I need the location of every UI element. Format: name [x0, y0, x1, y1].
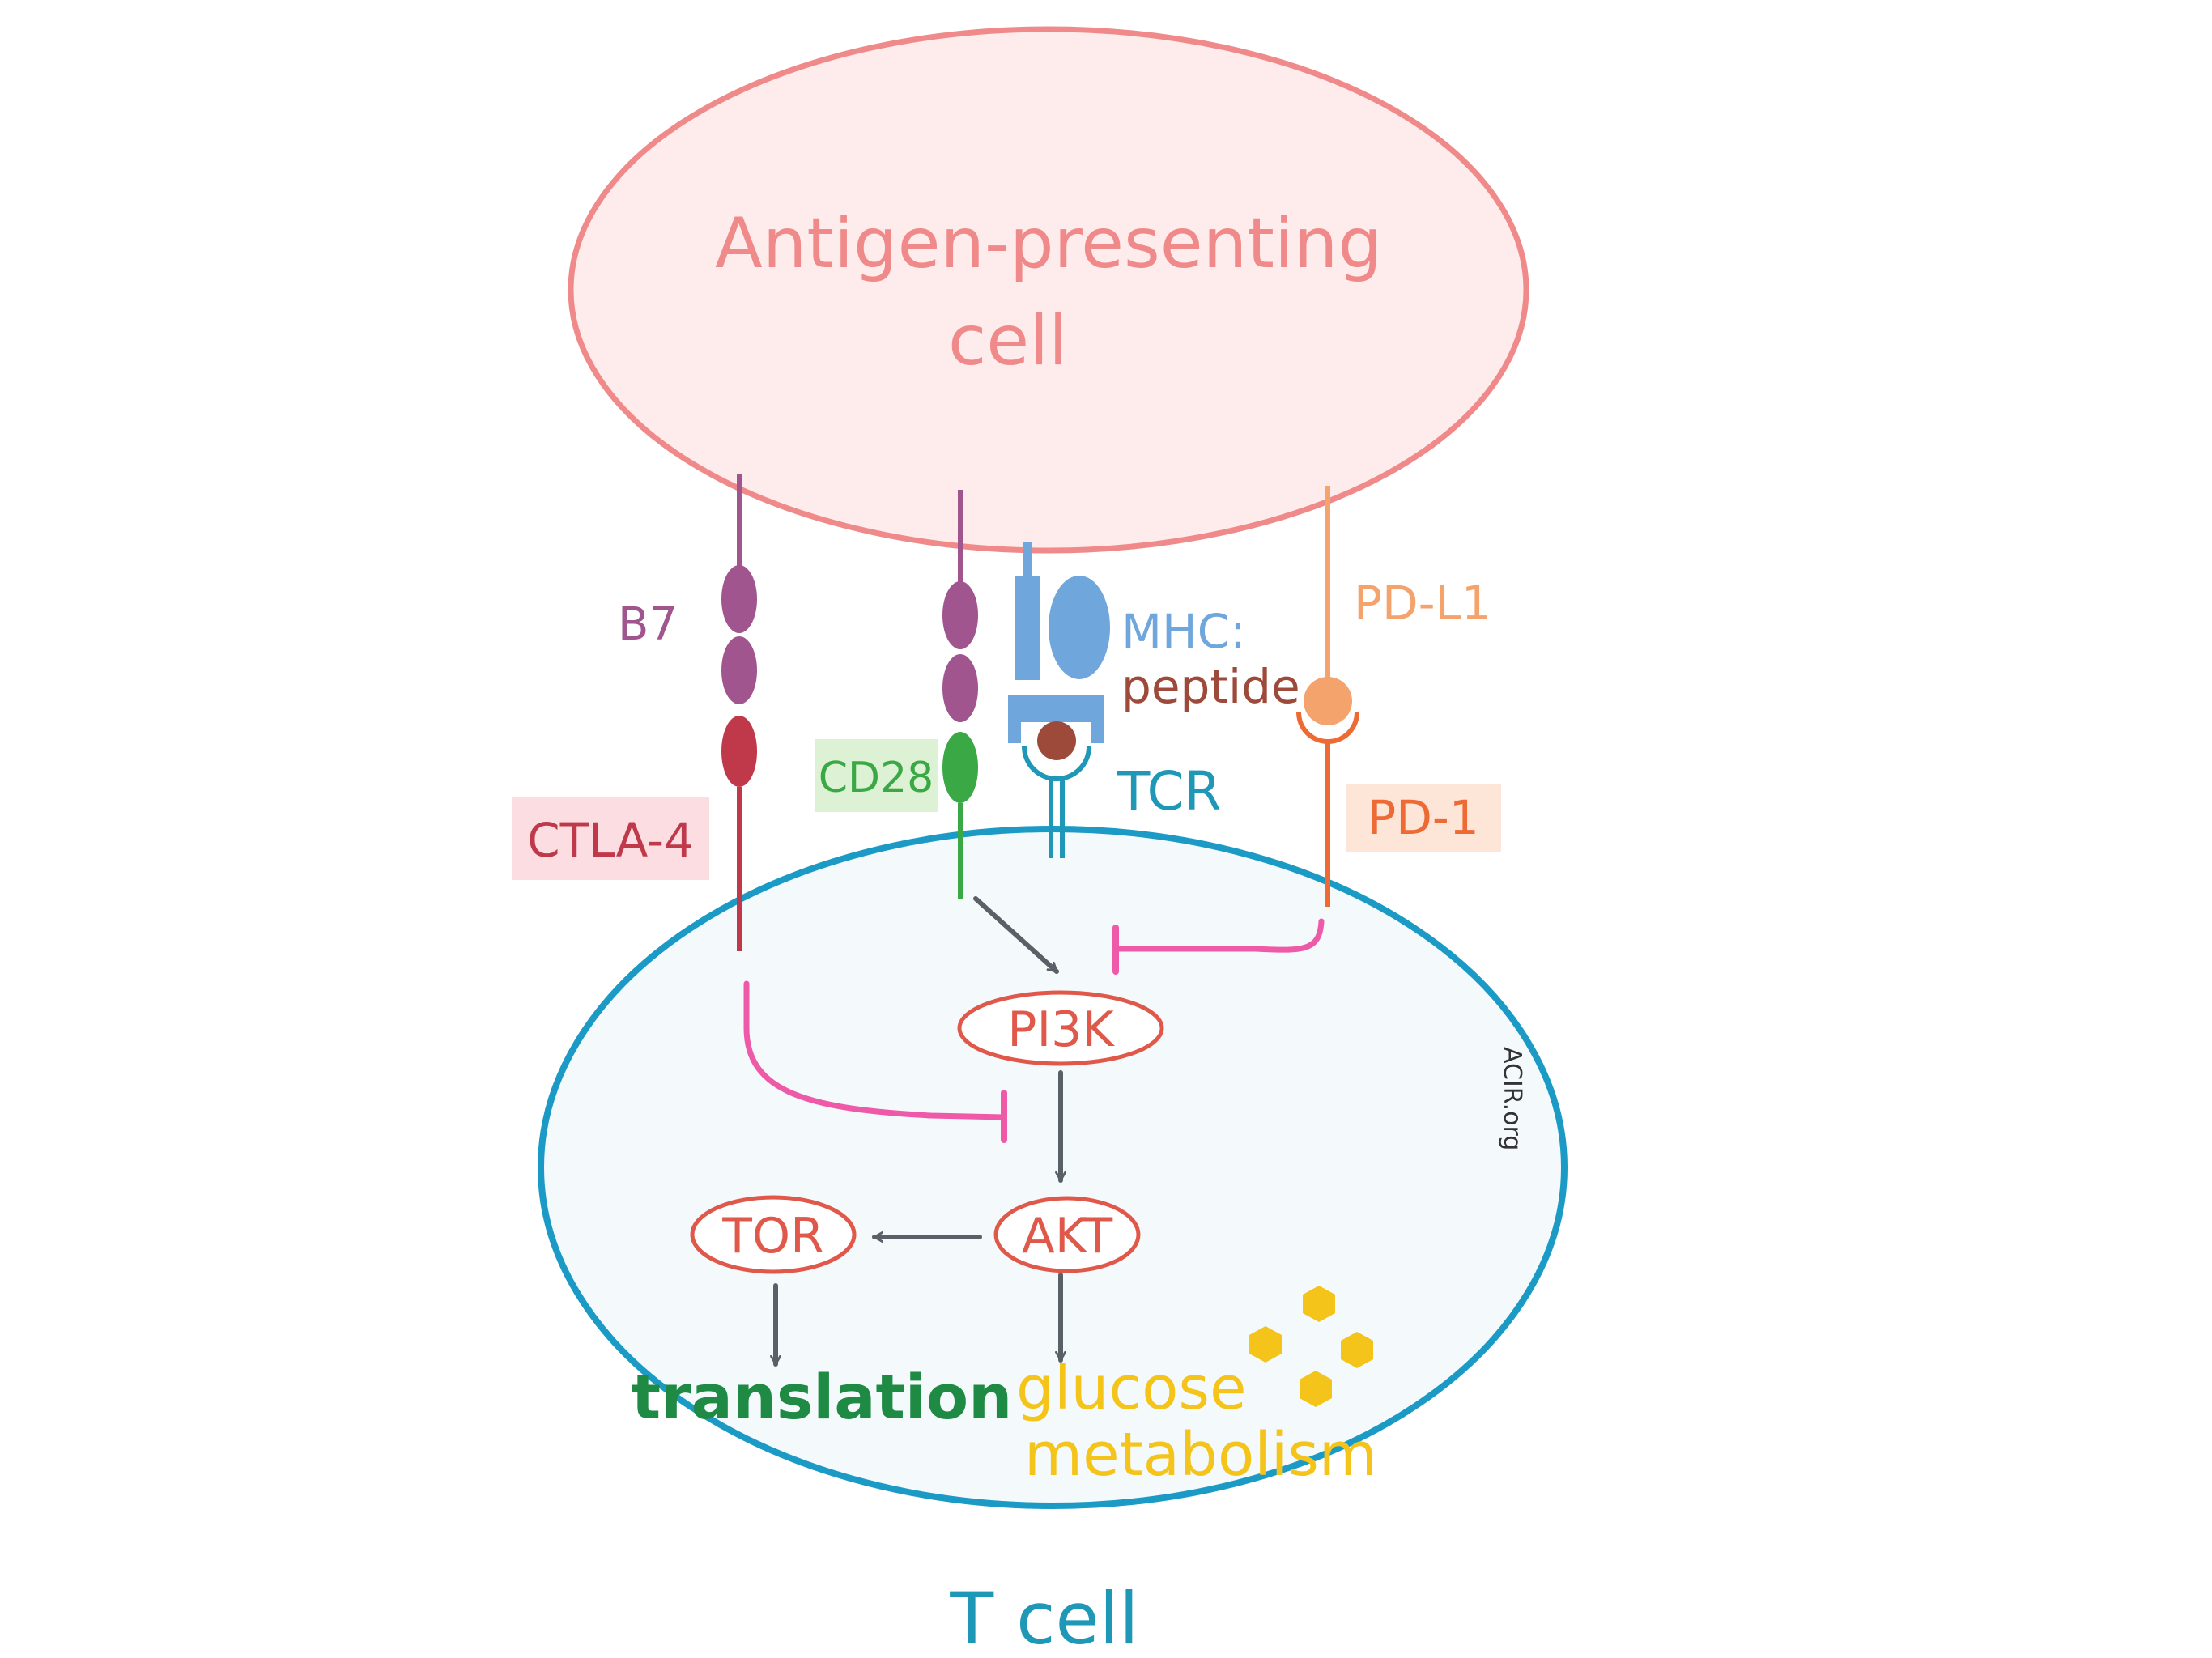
t-cell-label: T cell [949, 1577, 1138, 1658]
glucose-molecules [1249, 1286, 1373, 1407]
apc-label-line1: Antigen-presenting [715, 203, 1382, 284]
b7-domain-1 [721, 565, 757, 633]
pdl1-domain [1304, 677, 1352, 725]
pi3k-node [957, 990, 1164, 1066]
translation-label: translation [632, 1361, 1012, 1433]
apc-label-line2: cell [948, 300, 1068, 381]
arrow-cd28-to-pi3k [973, 896, 1059, 974]
ctla4-inhibition-line [743, 980, 1007, 1120]
tor-node [690, 1195, 857, 1274]
b7-label: B7 [618, 598, 678, 651]
tcr-label: TCR [1117, 760, 1221, 823]
ctla4-domain [721, 716, 757, 787]
glucose-label-line2: metabolism [1024, 1420, 1377, 1490]
pd1-label: PD-1 [1368, 790, 1478, 845]
glucose-hexagon-3 [1341, 1332, 1373, 1368]
akt-label: AKT [1022, 1208, 1113, 1265]
ctla4-label: CTLA-4 [527, 813, 694, 868]
mhc-complex [1008, 542, 1110, 743]
pd1-label-bg [1346, 784, 1501, 852]
glucose-label-line1: glucose [1016, 1354, 1246, 1423]
pdl1-label: PD-L1 [1354, 576, 1491, 631]
glucose-hexagon-2 [1249, 1326, 1282, 1363]
tor-label: TOR [721, 1208, 824, 1265]
cd28-label-bg [815, 739, 938, 812]
tcr-receptor [1022, 746, 1091, 858]
peptide [1037, 721, 1076, 760]
peptide-label: peptide [1121, 659, 1300, 714]
glucose-hexagon-4 [1300, 1371, 1332, 1407]
b7-domain-3 [942, 581, 978, 649]
cd28-domain [942, 732, 978, 803]
b7-domain-4 [942, 654, 978, 722]
b7-domain-2 [721, 636, 757, 704]
cd28-label: CD28 [819, 754, 934, 802]
akt-node [993, 1196, 1141, 1273]
pd1-inhibition-line [1112, 918, 1325, 953]
mhc-label: MHC: [1121, 604, 1246, 659]
ctla4-label-bg [512, 797, 709, 880]
pi3k-label: PI3K [1007, 1001, 1115, 1058]
pdl1-pd1-pair [1296, 486, 1359, 907]
watermark: ACIR.org [1498, 1047, 1526, 1150]
b7-ctla4-pair [721, 474, 757, 951]
b7-cd28-pair [942, 490, 978, 899]
antigen-presenting-cell [568, 26, 1529, 554]
glucose-hexagon-1 [1303, 1286, 1335, 1322]
